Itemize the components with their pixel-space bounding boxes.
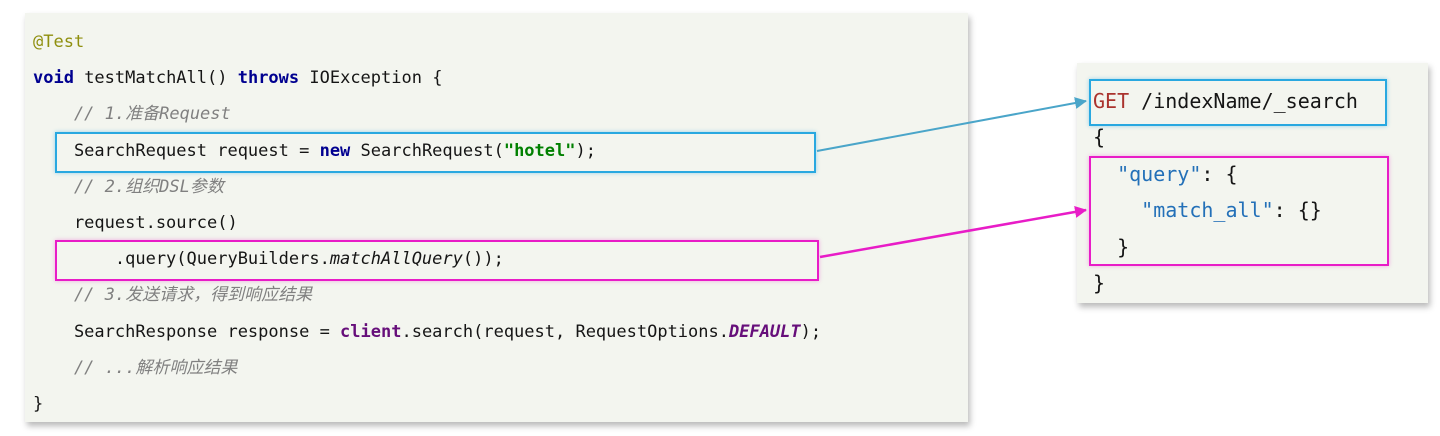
code-line-query-close: } xyxy=(1093,229,1428,265)
code-token-jsonkey: "match_all" xyxy=(1141,198,1274,223)
code-token-comment: // 3.发送请求，得到响应结果 xyxy=(33,285,313,306)
code-token-plain: testMatchAll() xyxy=(73,68,238,89)
code-token-plain xyxy=(1093,198,1141,222)
java-code-panel: @Test void testMatchAll() throws IOExcept… xyxy=(25,13,968,422)
code-token-plain: ); xyxy=(800,321,822,342)
code-token-keyword: throws xyxy=(237,68,300,89)
code-line-query-key: "query": { xyxy=(1093,156,1428,192)
code-token-keyword: new xyxy=(319,140,351,161)
code-token-keyword: void xyxy=(33,68,74,89)
code-token-staticfield: DEFAULT xyxy=(728,321,801,342)
code-line-annotation-test: @Test xyxy=(33,24,968,60)
code-line-comment-parse-response: // ...解析响应结果 xyxy=(33,350,968,386)
code-token-string: "hotel" xyxy=(503,140,576,161)
code-token-plain: } xyxy=(33,393,44,414)
code-line-closing-brace: } xyxy=(33,386,968,422)
java-code-lines: @Test void testMatchAll() throws IOExcept… xyxy=(25,13,968,422)
code-token-plain: { xyxy=(1093,125,1106,150)
dsl-code-lines: GET /indexName/_search { "query": { "matc… xyxy=(1077,63,1428,303)
code-token-plain: ); xyxy=(575,140,596,161)
code-token-plain: : {} xyxy=(1273,198,1322,223)
code-token-plain: : { xyxy=(1201,161,1238,186)
code-token-plain xyxy=(1093,162,1117,186)
code-line-body-open: { xyxy=(1093,119,1428,155)
code-token-comment: // ...解析响应结果 xyxy=(33,357,238,378)
code-line-request-line: GET /indexName/_search xyxy=(1093,83,1428,119)
code-line-comment-prepare-request: // 1.准备Request xyxy=(33,96,968,132)
code-token-plain: SearchRequest( xyxy=(350,140,504,161)
code-line-comment-send-request: // 3.发送请求，得到响应结果 xyxy=(33,277,968,313)
code-token-plain: request.source() xyxy=(33,212,238,233)
code-line-request-source-statement: request.source() xyxy=(33,205,968,241)
code-token-plain: /indexName/_search xyxy=(1129,89,1358,113)
code-token-plain: ()); xyxy=(462,249,504,270)
code-token-plain: SearchResponse response = xyxy=(33,321,341,342)
code-line-search-execute-statement: SearchResponse response = client.search(… xyxy=(33,314,968,350)
code-token-field: client xyxy=(340,321,402,342)
code-line-comment-organize-dsl: // 2.组织DSL参数 xyxy=(33,169,968,205)
code-token-plain: } xyxy=(1093,270,1106,295)
code-token-comment: // 1.准备Request xyxy=(33,104,231,125)
code-token-staticmethod: matchAllQuery xyxy=(329,249,463,270)
code-token-jsonkey: "query" xyxy=(1117,161,1202,186)
code-token-annotation: @Test xyxy=(33,32,85,52)
code-token-plain: .search(request, RequestOptions. xyxy=(401,321,729,342)
code-line-method-signature: void testMatchAll() throws IOException { xyxy=(33,60,968,96)
code-token-plain: } xyxy=(1093,234,1130,259)
code-token-plain: SearchRequest request = xyxy=(33,140,320,161)
code-token-plain: IOException { xyxy=(299,68,443,89)
code-token-plain: .query(QueryBuilders. xyxy=(33,249,330,270)
code-line-body-close: } xyxy=(1093,265,1428,301)
code-line-query-statement: .query(QueryBuilders.matchAllQuery()); xyxy=(33,241,968,277)
code-line-searchrequest-statement: SearchRequest request = new SearchReques… xyxy=(33,133,968,169)
code-token-comment: // 2.组织DSL参数 xyxy=(33,176,224,197)
code-line-match-all-key: "match_all": {} xyxy=(1093,192,1428,228)
dsl-request-panel: GET /indexName/_search { "query": { "matc… xyxy=(1077,63,1428,303)
code-token-httpmethod: GET xyxy=(1093,89,1130,113)
